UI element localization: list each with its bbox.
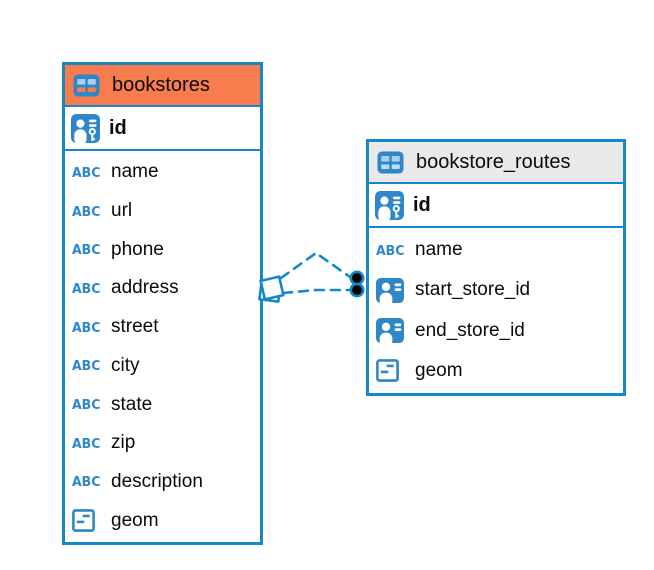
column-name: name xyxy=(111,161,159,183)
text-type-icon: ABC xyxy=(72,474,101,490)
column-name: geom xyxy=(111,509,159,531)
column-row[interactable]: ABC phone xyxy=(65,230,260,269)
relationship-dot-marker[interactable] xyxy=(349,282,365,298)
column-name: id xyxy=(413,193,431,216)
column-row[interactable]: ABC name xyxy=(65,153,260,192)
column-name: street xyxy=(111,316,159,338)
table-bookstores-header[interactable]: bookstores xyxy=(65,65,260,107)
table-bookstores[interactable]: bookstores id ABC name ABC url xyxy=(62,62,263,545)
text-type-icon: ABC xyxy=(72,396,101,413)
column-row[interactable]: id xyxy=(65,107,260,151)
foreign-key-icon xyxy=(376,318,406,344)
column-list: ABC name start_store_id xyxy=(369,228,623,393)
column-name: geom xyxy=(415,359,463,381)
column-name: description xyxy=(111,470,203,492)
column-row[interactable]: geom xyxy=(369,351,623,391)
column-row[interactable]: ABC zip xyxy=(65,424,260,463)
column-list: ABC name ABC url ABC phone ABC address A… xyxy=(65,151,260,542)
text-type-icon: ABC xyxy=(72,357,101,374)
column-name: name xyxy=(415,239,463,261)
column-row[interactable]: start_store_id xyxy=(369,270,623,310)
foreign-key-icon xyxy=(376,277,406,303)
column-name: zip xyxy=(111,432,136,454)
text-type-icon: ABC xyxy=(72,319,101,336)
relationship-diamond-marker[interactable] xyxy=(259,275,285,301)
column-name: phone xyxy=(111,238,164,260)
text-type-icon: ABC xyxy=(72,280,101,297)
table-bookstore-routes-header[interactable]: bookstore_routes xyxy=(369,142,623,184)
column-name: address xyxy=(111,277,179,299)
column-row[interactable]: geom xyxy=(65,501,260,540)
text-type-icon: ABC xyxy=(72,203,101,219)
relationship-dot-marker[interactable] xyxy=(349,270,365,286)
table-icon xyxy=(73,74,103,97)
column-row[interactable]: ABC description xyxy=(65,463,260,502)
geometry-type-icon xyxy=(376,359,406,383)
table-title: bookstore_routes xyxy=(416,150,571,173)
column-row[interactable]: id xyxy=(369,184,623,228)
column-name: state xyxy=(111,393,153,415)
relationship-line[interactable] xyxy=(279,251,352,280)
column-name: start_store_id xyxy=(415,279,531,301)
primary-key-icon xyxy=(71,113,101,143)
geometry-type-icon xyxy=(72,509,102,533)
column-row[interactable]: ABC state xyxy=(65,385,260,424)
text-type-icon: ABC xyxy=(72,241,101,258)
column-row[interactable]: ABC address xyxy=(65,269,260,308)
column-name: end_store_id xyxy=(415,319,525,341)
table-title: bookstores xyxy=(112,73,210,96)
text-type-icon: ABC xyxy=(376,242,405,258)
column-name: city xyxy=(111,354,140,376)
column-row[interactable]: ABC url xyxy=(65,192,260,231)
column-row[interactable]: end_store_id xyxy=(369,311,623,351)
primary-key-icon xyxy=(375,190,405,220)
column-name: url xyxy=(111,200,133,222)
column-name: id xyxy=(109,116,127,139)
text-type-icon: ABC xyxy=(72,435,101,452)
relationship-line[interactable] xyxy=(281,288,351,295)
column-row[interactable]: ABC name xyxy=(369,230,623,270)
column-row[interactable]: ABC city xyxy=(65,347,260,386)
table-icon xyxy=(377,151,407,174)
table-bookstore-routes[interactable]: bookstore_routes id ABC name xyxy=(366,139,626,396)
column-row[interactable]: ABC street xyxy=(65,308,260,347)
text-type-icon: ABC xyxy=(72,164,101,181)
